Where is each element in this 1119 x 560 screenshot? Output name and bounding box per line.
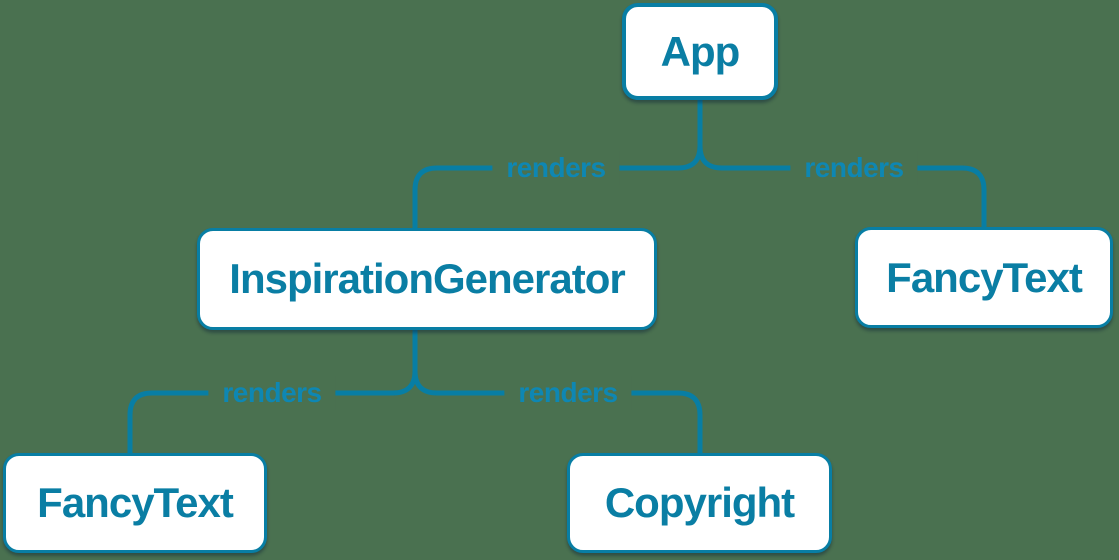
node-fancy-text-bottom: FancyText (3, 453, 267, 553)
edge-label-renders-inspirationgenerator-fancytext: renders (208, 376, 336, 410)
edge-label-renders-app-fancytext: renders (790, 151, 918, 185)
node-copyright: Copyright (567, 453, 832, 553)
node-inspiration-generator: InspirationGenerator (197, 228, 657, 330)
node-app: App (622, 3, 778, 100)
edge-label-renders-inspirationgenerator-copyright: renders (504, 376, 632, 410)
node-fancy-text-bottom-label: FancyText (37, 479, 234, 526)
node-fancy-text-top-label: FancyText (886, 253, 1083, 301)
node-fancy-text-top: FancyText (855, 227, 1113, 328)
node-app-label: App (660, 27, 741, 75)
edge-label-renders-app-inspirationgenerator: renders (492, 151, 620, 185)
node-inspiration-generator-label: InspirationGenerator (229, 255, 625, 302)
node-copyright-label: Copyright (604, 479, 795, 526)
